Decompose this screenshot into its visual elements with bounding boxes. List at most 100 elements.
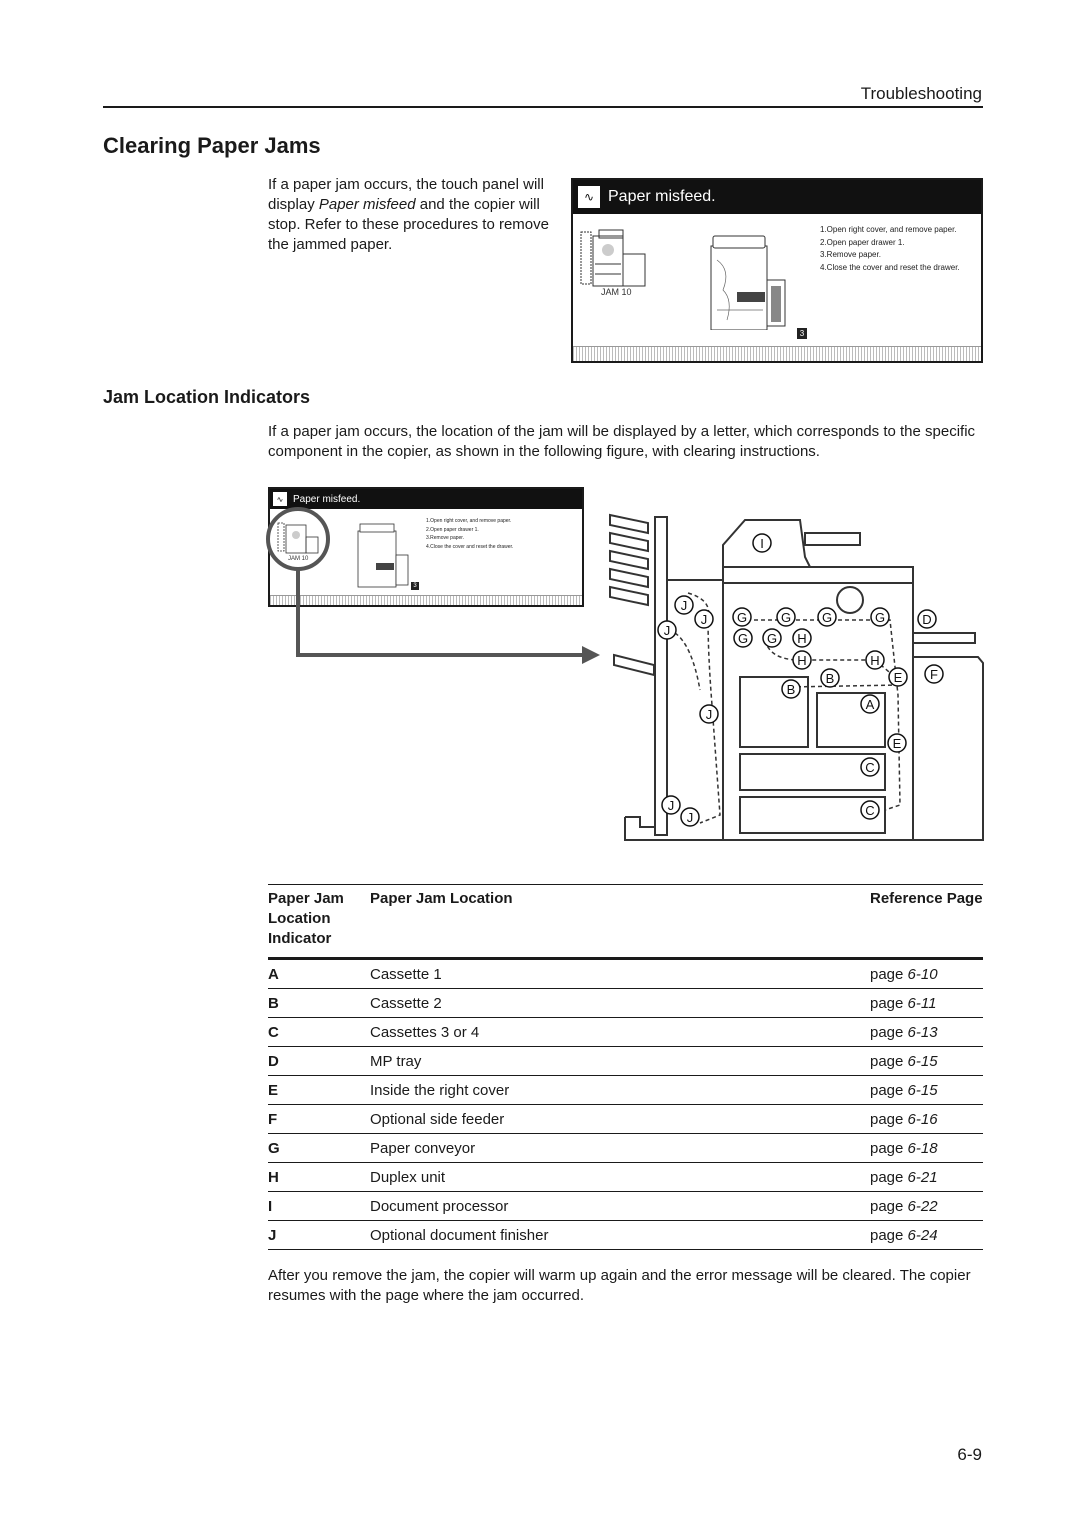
touch-panel-screen: ∿ Paper misfeed. JAM 10 1.Open right cov… xyxy=(571,178,983,363)
row-location: Cassette 1 xyxy=(370,958,870,989)
jam-marker-f: F xyxy=(924,664,944,684)
jam-marker-g: G xyxy=(762,628,782,648)
page-link[interactable]: 6-24 xyxy=(907,1226,938,1244)
jam-marker-b: B xyxy=(781,679,801,699)
page-label: page xyxy=(870,1081,904,1099)
page-link[interactable]: 6-18 xyxy=(907,1139,938,1157)
jam-marker-label: G xyxy=(822,610,832,625)
row-location: Cassette 2 xyxy=(370,988,870,1018)
jam-marker-j: J xyxy=(657,620,677,640)
jam-marker-label: E xyxy=(893,736,902,751)
page-link[interactable]: 6-13 xyxy=(907,1023,938,1041)
jam-marker-j: J xyxy=(661,795,681,815)
jam-marker-g: G xyxy=(817,607,837,627)
row-location: Duplex unit xyxy=(370,1162,870,1192)
page-link[interactable]: 6-11 xyxy=(907,994,937,1012)
jam-marker-label: F xyxy=(930,667,938,682)
intro-text-before: If a paper jam occurs, the touch panel w… xyxy=(268,176,544,213)
row-reference: page 6-22 xyxy=(870,1191,983,1221)
row-indicator: J xyxy=(268,1220,370,1250)
magnifier-jam-code: JAM 10 xyxy=(288,556,309,562)
page-link[interactable]: 6-16 xyxy=(907,1110,938,1128)
section-paragraph: If a paper jam occurs, the location of t… xyxy=(268,423,976,460)
row-indicator: E xyxy=(268,1075,370,1105)
jam-marker-label: E xyxy=(894,670,903,685)
small-step-3: 3.Remove paper. xyxy=(426,535,465,541)
jam-marker-label: G xyxy=(738,631,748,646)
row-location: Inside the right cover xyxy=(370,1075,870,1105)
jam-marker-label: G xyxy=(875,610,885,625)
small-step-1: 1.Open right cover, and remove paper. xyxy=(426,518,512,524)
page-label: page xyxy=(870,1168,904,1186)
jam-marker-b: B xyxy=(820,668,840,688)
jam-marker-g: G xyxy=(733,628,753,648)
jam-marker-label: A xyxy=(866,697,875,712)
jam-marker-label: D xyxy=(922,612,931,627)
page-label: page xyxy=(870,1023,904,1041)
jam-marker-label: J xyxy=(687,810,694,825)
jam-marker-h: H xyxy=(865,650,885,670)
jam-marker-e: E xyxy=(888,667,908,687)
page-label: page xyxy=(870,1052,904,1070)
screen-footer xyxy=(573,346,981,361)
table-header-row: Paper Jam Location Indicator Paper Jam L… xyxy=(268,884,983,960)
header-reference: Reference Page xyxy=(870,884,983,960)
running-header: Troubleshooting xyxy=(860,84,982,103)
jam-marker-j: J xyxy=(680,807,700,827)
step-2: 2.Open paper drawer 1. xyxy=(820,237,905,247)
row-indicator: D xyxy=(268,1046,370,1076)
jam-marker-label: J xyxy=(706,707,713,722)
jam-marker-c: C xyxy=(860,800,880,820)
page-link[interactable]: 6-21 xyxy=(907,1168,938,1186)
page-link[interactable]: 6-10 xyxy=(907,965,938,983)
magnifier-overlay xyxy=(266,507,600,664)
screen-title-bar: ∿ Paper misfeed. xyxy=(573,180,981,214)
copier-detail-icon xyxy=(710,235,786,330)
intro-paragraph: If a paper jam occurs, the touch panel w… xyxy=(268,175,550,255)
jam-marker-j: J xyxy=(699,704,719,724)
jam-marker-label: C xyxy=(865,803,874,818)
jam-marker-label: I xyxy=(760,536,764,551)
instruction-steps: 1.Open right cover, and remove paper. 2.… xyxy=(820,224,960,274)
small-step-2: 2.Open paper drawer 1. xyxy=(426,526,479,533)
row-reference: page 6-15 xyxy=(870,1075,983,1105)
row-location: Optional document finisher xyxy=(370,1220,870,1250)
row-reference: page 6-10 xyxy=(870,958,983,989)
row-indicator: C xyxy=(268,1017,370,1047)
page-number: 6-9 xyxy=(957,1445,982,1464)
page-counter: 3 xyxy=(797,328,807,339)
jam-marker-e: E xyxy=(887,733,907,753)
small-screen-title-bar: ∿ Paper misfeed. xyxy=(270,489,582,509)
page-label: page xyxy=(870,965,904,983)
row-reference: page 6-21 xyxy=(870,1162,983,1192)
page-label: page xyxy=(870,1110,904,1128)
jam-marker-label: H xyxy=(797,631,806,646)
jam-marker-label: J xyxy=(681,598,688,613)
page-link[interactable]: 6-15 xyxy=(907,1052,938,1070)
row-reference: page 6-24 xyxy=(870,1220,983,1250)
jam-marker-label: C xyxy=(865,760,874,775)
jam-marker-label: J xyxy=(664,623,671,638)
row-reference: page 6-16 xyxy=(870,1104,983,1134)
header-indicator: Paper Jam Location Indicator xyxy=(268,884,370,960)
intro-text-italic: Paper misfeed xyxy=(318,196,416,213)
small-instruction-steps: 1.Open right cover, and remove paper. 2.… xyxy=(426,517,513,551)
small-screen-footer xyxy=(270,595,582,605)
small-step-4: 4.Close the cover and reset the drawer. xyxy=(426,543,514,550)
page-link[interactable]: 6-22 xyxy=(907,1197,938,1215)
jam-marker-h: H xyxy=(792,650,812,670)
closing-paragraph: After you remove the jam, the copier wil… xyxy=(268,1267,971,1304)
row-reference: page 6-15 xyxy=(870,1046,983,1076)
row-location: MP tray xyxy=(370,1046,870,1076)
jam-marker-g: G xyxy=(870,607,890,627)
intro-text-after: and the copier will stop. Refer to these… xyxy=(268,196,549,253)
row-location: Paper conveyor xyxy=(370,1133,870,1163)
jam-marker-label: H xyxy=(870,653,879,668)
row-reference: page 6-13 xyxy=(870,1017,983,1047)
page-link[interactable]: 6-15 xyxy=(907,1081,938,1099)
